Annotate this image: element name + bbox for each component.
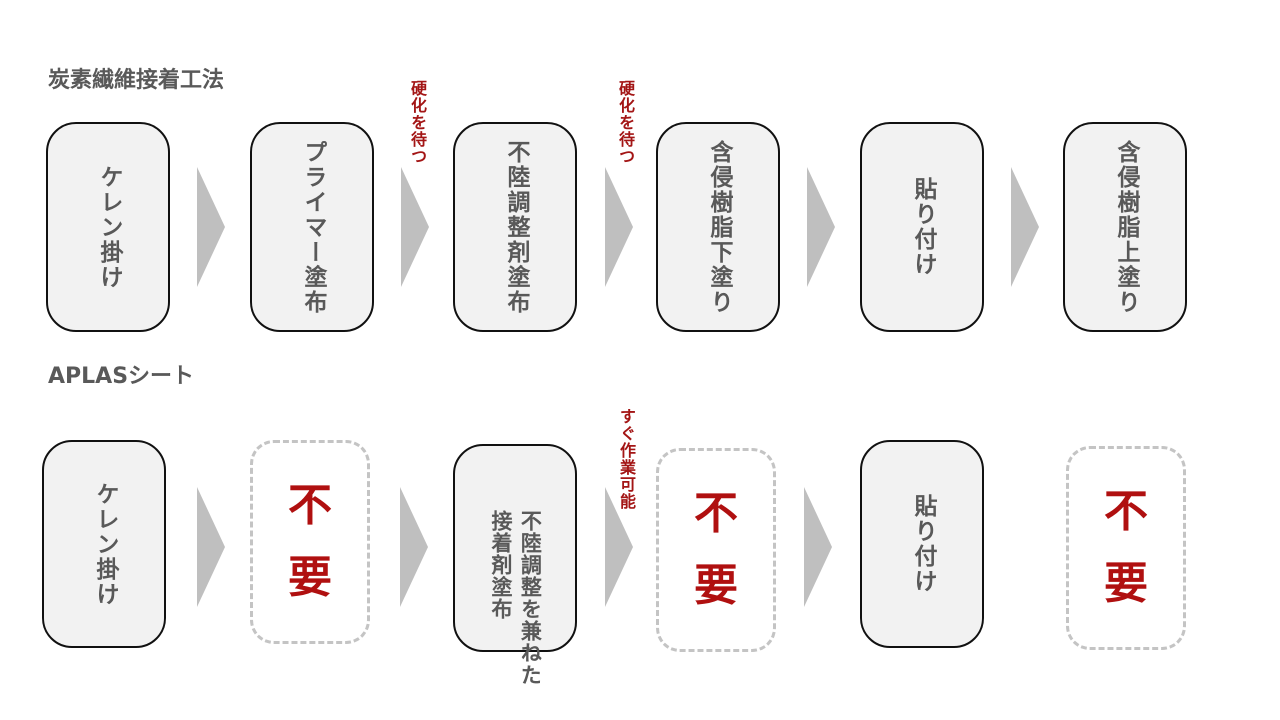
not-needed-char: 不 [288,480,332,531]
flow-arrow [197,487,225,607]
step-box-kerengake: ケレン掛け [46,122,170,332]
step-label: 貼り付け [909,177,936,277]
step-box-resin-undercoat: 含侵樹脂下塗り [656,122,780,332]
flow-arrow [400,487,428,607]
step-box-leveling-adhesive: 不陸調整を兼ねた 接着剤塗布 [453,444,577,686]
cure-wait-note: 硬化を待つ [408,80,427,165]
not-needed-char: 要 [1104,558,1148,609]
step-box-kerengake: ケレン掛け [42,440,166,648]
step-box-attach: 貼り付け [860,440,984,648]
step-label-line2: 接着剤塗布 [489,510,513,620]
cure-wait-note: 硬化を待つ [616,80,635,165]
flow-arrow [197,167,225,287]
step-label: プライマー塗布 [299,139,326,315]
not-needed-label: 不 要 [694,492,738,608]
flow-arrow [1011,167,1039,287]
step-label: 貼り付け [909,494,936,594]
flow-arrow [807,167,835,287]
flow-arrow [605,487,633,607]
step-label: 含侵樹脂上塗り [1112,139,1139,315]
step-label: ケレン掛け [95,164,122,290]
section-title-aplas: APLASシート [48,364,195,389]
step-label: 不陸調整剤塗布 [502,139,529,315]
step-box-attach: 貼り付け [860,122,984,332]
step-label: 含侵樹脂下塗り [705,139,732,315]
section-title-carbon-fiber: 炭素繊維接着工法 [48,68,225,93]
not-needed-char: 不 [1104,486,1148,537]
immediate-work-note: すぐ作業可能 [617,408,636,510]
not-needed-label: 不 要 [288,484,332,600]
not-needed-char: 不 [694,488,738,539]
step-box-primer: プライマー塗布 [250,122,374,332]
not-needed-char: 要 [288,552,332,603]
flow-arrow [401,167,429,287]
step-box-not-needed: 不 要 [1066,446,1186,650]
step-box-not-needed: 不 要 [250,440,370,644]
step-label: ケレン掛け [91,481,118,607]
not-needed-char: 要 [694,560,738,611]
flow-arrow [605,167,633,287]
step-box-not-needed: 不 要 [656,448,776,652]
flow-arrow [804,487,832,607]
step-label-line1: 不陸調整を兼ねた [518,510,543,686]
step-label: 不陸調整を兼ねた 接着剤塗布 [456,410,574,686]
not-needed-label: 不 要 [1104,490,1148,606]
step-box-resin-topcoat: 含侵樹脂上塗り [1063,122,1187,332]
step-box-leveling: 不陸調整剤塗布 [453,122,577,332]
